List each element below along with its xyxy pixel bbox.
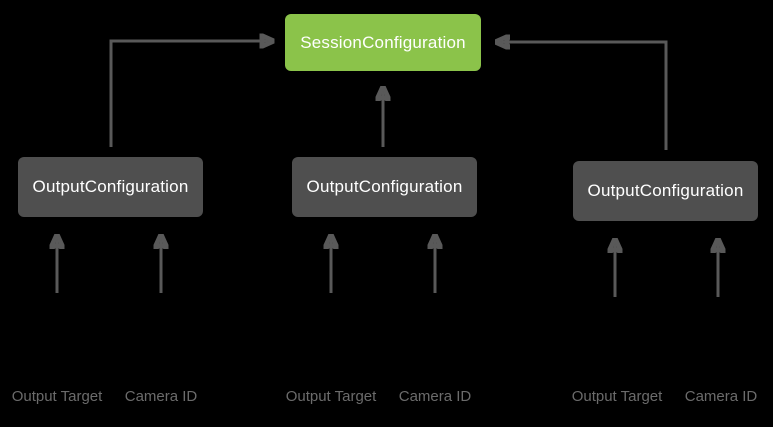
- output-configuration-label: OutputConfiguration: [306, 177, 463, 196]
- arrow-output1-to-session: [109, 41, 272, 147]
- input-label-output-target-1: Output Target: [11, 388, 103, 405]
- input-label-output-target-3: Output Target: [571, 388, 663, 405]
- input-label-output-target-2: Output Target: [285, 388, 377, 405]
- output-configuration-box-3: OutputConfiguration: [573, 161, 758, 221]
- output-configuration-box-1: OutputConfiguration: [18, 157, 203, 217]
- input-label-camera-id-1: Camera ID: [124, 388, 198, 405]
- arrow-output3-to-session: [497, 42, 668, 150]
- session-configuration-box: SessionConfiguration: [285, 14, 481, 71]
- session-configuration-label: SessionConfiguration: [300, 32, 466, 52]
- output-configuration-label: OutputConfiguration: [32, 177, 189, 196]
- input-label-camera-id-2: Camera ID: [398, 388, 472, 405]
- input-label-camera-id-3: Camera ID: [684, 388, 758, 405]
- output-configuration-label: OutputConfiguration: [587, 181, 744, 200]
- output-configuration-box-2: OutputConfiguration: [292, 157, 477, 217]
